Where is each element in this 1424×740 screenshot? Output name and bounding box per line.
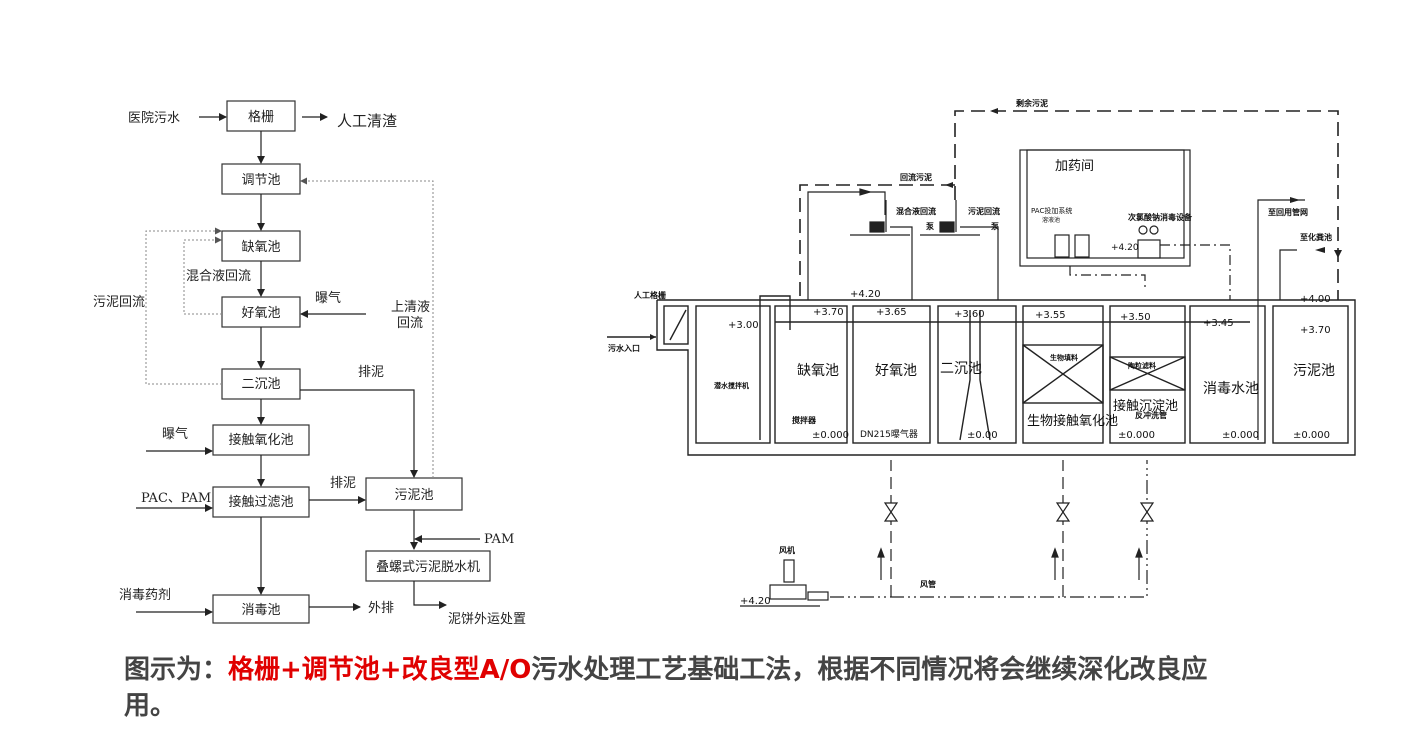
label-inlet: 污水入口 [608,343,640,353]
caption-prefix: 图示为： [124,655,229,685]
figure-caption: 图示为：格栅+调节池+改良型A/O污水处理工艺基础工法，根据不同情况将会继续深化… [124,652,1224,724]
tank-contact-settle: 接触沉淀池 [1113,398,1178,414]
label-supernatant-1: 上清液 [391,300,430,315]
level-zero-sludge: ±0.000 [1293,430,1330,441]
level-sludge-top: +4.00 [1300,294,1331,305]
tank-clarifier: 二沉池 [940,361,982,377]
label-sludge-return: 污泥回流 [93,295,145,310]
label-mixer: 搅拌器 [792,415,817,425]
node-disinfection-label: 消毒池 [241,603,280,618]
air-piping [740,460,1148,607]
label-manual-slag: 人工清渣 [337,112,397,130]
label-excess-sludge: 剩余污泥 [1016,98,1048,108]
level-top: +4.20 [850,289,881,300]
label-pam: PAM [484,532,514,547]
outlet-pipes [1257,199,1305,440]
tank-anoxic: 缺氧池 [797,363,839,379]
excess-sludge-line [799,110,1339,300]
label-outflow: 外排 [368,601,394,616]
level-blower: +4.20 [740,596,771,607]
label-mixed-return: 混合液回流 [186,269,251,284]
tank-disinfect: 消毒水池 [1203,381,1259,397]
label-aerator: DN215曝气器 [860,428,918,440]
tank-bio-contact: 生物接触氧化池 [1027,413,1118,429]
node-grille-label: 格栅 [248,109,274,125]
flow-arrows [136,113,480,616]
level-bio: +3.55 [1035,310,1066,321]
label-supernatant-2: 回流 [397,316,423,331]
label-aeration-1: 曝气 [315,290,341,306]
node-screw-dewater-label: 叠螺式污泥脱水机 [376,560,480,575]
node-aerobic-label: 好氧池 [241,306,280,321]
level-sludge-water: +3.70 [1300,325,1331,336]
caption-suffix: 污水处理工艺基础工法，根据不同情况将会继续深化改良应用。 [124,655,1208,721]
valves [883,502,1155,522]
label-sludge-pump-2: 泵 [991,222,999,231]
label-sludge-pump: 污泥回流 [968,206,1000,216]
label-backwash: 反冲洗管 [1135,410,1167,420]
level-clarifier: +3.60 [954,309,985,320]
return-lines [145,177,434,478]
tank-labels: 缺氧池 好氧池 二沉池 生物接触氧化池 接触沉淀池 消毒水池 污泥池 [797,361,1335,429]
level-zero-disinfect: ±0.000 [1222,430,1259,441]
process-schematic: 剩余污泥 回流污泥 混合液回流 泵 污泥回流 泵 [607,98,1356,607]
level-room: +4.20 [1111,243,1139,253]
level-zero-clarifier: ±0.00 [967,430,998,441]
label-cake-disposal: 泥饼外运处置 [448,612,526,627]
process-flowchart: 格栅 调节池 缺氧池 好氧池 二沉池 接触氧化池 接触过滤池 污泥池 叠螺式污泥… [93,100,526,627]
label-pac-system: PAC投加系统 [1031,206,1072,215]
caption-highlight: 格栅+调节池+改良型A/O [228,655,532,685]
label-storage: 溶液池 [1042,216,1060,224]
label-submersible-mixer: 潜水搅拌机 [714,381,749,390]
label-mixed-pump-2: 泵 [926,222,934,231]
elevation-marks: +4.20 +3.00 +3.70 +3.65 +3.60 +3.55 +3.5… [728,289,1331,441]
node-disinfection [212,594,310,624]
label-disinfectant: 消毒药剂 [119,588,171,603]
tank-sludge: 污泥池 [1293,363,1335,379]
label-aeration-2: 曝气 [162,426,188,442]
level-anoxic: +3.70 [813,307,844,318]
label-hypochlorite: 次氯酸钠消毒设备 [1128,212,1193,222]
label-blower: 风机 [779,545,795,555]
tank-aerobic: 好氧池 [875,363,917,379]
node-contact-oxidation-label: 接触氧化池 [228,432,293,448]
return-pumps [807,188,999,300]
label-discharge-sludge-2: 排泥 [330,476,356,491]
node-sludge-tank-label: 污泥池 [394,488,433,503]
dosing-room [1019,149,1231,300]
node-equalization-label: 调节池 [241,173,280,188]
level-zero-settle: ±0.000 [1118,430,1155,441]
label-ceramic-media: 陶粒滤料 [1128,361,1156,370]
label-return-sludge: 回流污泥 [900,172,932,182]
label-air-pipe: 风管 [920,579,936,589]
label-pac-pam: PAC、PAM [141,491,211,506]
label-discharge-sludge-1: 排泥 [358,365,384,380]
label-dosing-room: 加药间 [1055,159,1094,174]
label-bio-media: 生物填料 [1050,353,1078,362]
level-aerobic: +3.65 [876,307,907,318]
label-to-septic: 至化粪池 [1300,232,1332,242]
node-contact-filter-label: 接触过滤池 [228,494,293,510]
label-manual-grille: 人工格栅 [634,290,666,300]
level-settle: +3.50 [1120,312,1151,323]
level-equalization: +3.00 [728,320,759,331]
tank-structure [607,295,1356,456]
air-arrows [877,547,1143,580]
node-clarifier-label: 二沉池 [241,377,280,392]
level-zero-anoxic: ±0.000 [812,430,849,441]
label-mixed-pump: 混合液回流 [896,206,936,216]
label-hospital-sewage: 医院污水 [128,111,180,126]
node-screw-dewater [365,550,491,582]
node-anoxic-label: 缺氧池 [241,240,280,255]
label-to-reuse: 至回用管网 [1268,207,1308,217]
level-disinfect: +3.45 [1203,318,1234,329]
